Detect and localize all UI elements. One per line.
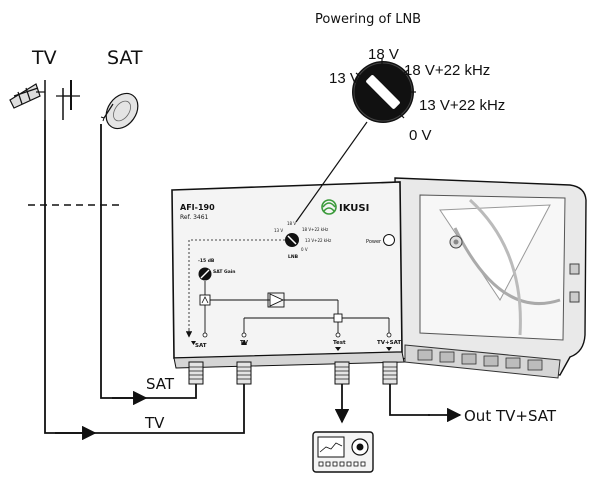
- dial-option-13v: 13 V: [329, 70, 360, 87]
- page-title: Powering of LNB: [315, 12, 421, 27]
- callout-line: [295, 121, 368, 223]
- sat-port-arrow: [191, 341, 196, 345]
- port-label-tv: TV: [240, 340, 249, 346]
- port-label-test: Test: [333, 340, 346, 346]
- power-led: [383, 234, 395, 246]
- tv-source-label: TV: [31, 47, 57, 69]
- tv-antenna-icon: [9, 80, 80, 120]
- gain-value: -15 dB: [198, 258, 215, 264]
- mini-option-18v: 18 V: [287, 221, 296, 226]
- mini-lnb-selector[interactable]: [285, 233, 299, 247]
- sat-cable-label: SAT: [146, 375, 175, 393]
- lnb-selector-dial[interactable]: [352, 61, 414, 123]
- dial-tick-marks: [355, 58, 416, 119]
- connector-threads: [189, 366, 397, 380]
- mini-option-0v: 0 V: [301, 247, 308, 252]
- field-meter-icon: [312, 431, 374, 473]
- test-port-arrow: [335, 347, 341, 351]
- device-model: AFI-190: [180, 203, 215, 212]
- tv-cable-label: TV: [144, 414, 165, 432]
- power-label: Power: [366, 239, 382, 245]
- mini-option-13v: 13 V: [274, 228, 283, 233]
- tv-cable: [44, 120, 245, 434]
- satellite-dish-icon: [100, 92, 139, 130]
- device-panel: [171, 181, 405, 369]
- sat-cable: [100, 124, 197, 399]
- lnb-feed-line: [188, 239, 285, 336]
- tvsat-port-arrow: [386, 347, 392, 351]
- internal-circuit: [199, 281, 390, 333]
- lnb-label: LNB: [288, 254, 299, 260]
- dial-option-13v-22khz: 13 V+22 kHz: [419, 97, 505, 114]
- tv-port-arrow: [241, 340, 247, 345]
- brand-name: IKUSI: [339, 203, 369, 214]
- dial-option-18v: 18 V: [368, 46, 399, 63]
- sat-gain-knob[interactable]: [198, 267, 212, 281]
- port-label-sat: SAT: [195, 343, 207, 349]
- enclosure-housing: [394, 177, 587, 379]
- dial-option-0v: 0 V: [409, 127, 432, 144]
- f-connectors: [188, 361, 398, 385]
- out-cable-label: Out TV+SAT: [464, 407, 557, 425]
- device-ref: Ref. 3461: [180, 214, 209, 221]
- mini-option-13v-22khz: 13 V+22 kHz: [305, 238, 331, 243]
- mini-option-18v-22khz: 18 V+22 kHz: [302, 227, 328, 232]
- ikusi-logo-icon: [321, 199, 337, 215]
- dial-option-18v-22khz: 18 V+22 kHz: [404, 62, 490, 79]
- port-label-tvsat: TV+SAT: [377, 340, 401, 346]
- out-cable: [389, 383, 430, 416]
- sat-source-label: SAT: [107, 47, 143, 69]
- gain-label: SAT Gain: [213, 269, 236, 275]
